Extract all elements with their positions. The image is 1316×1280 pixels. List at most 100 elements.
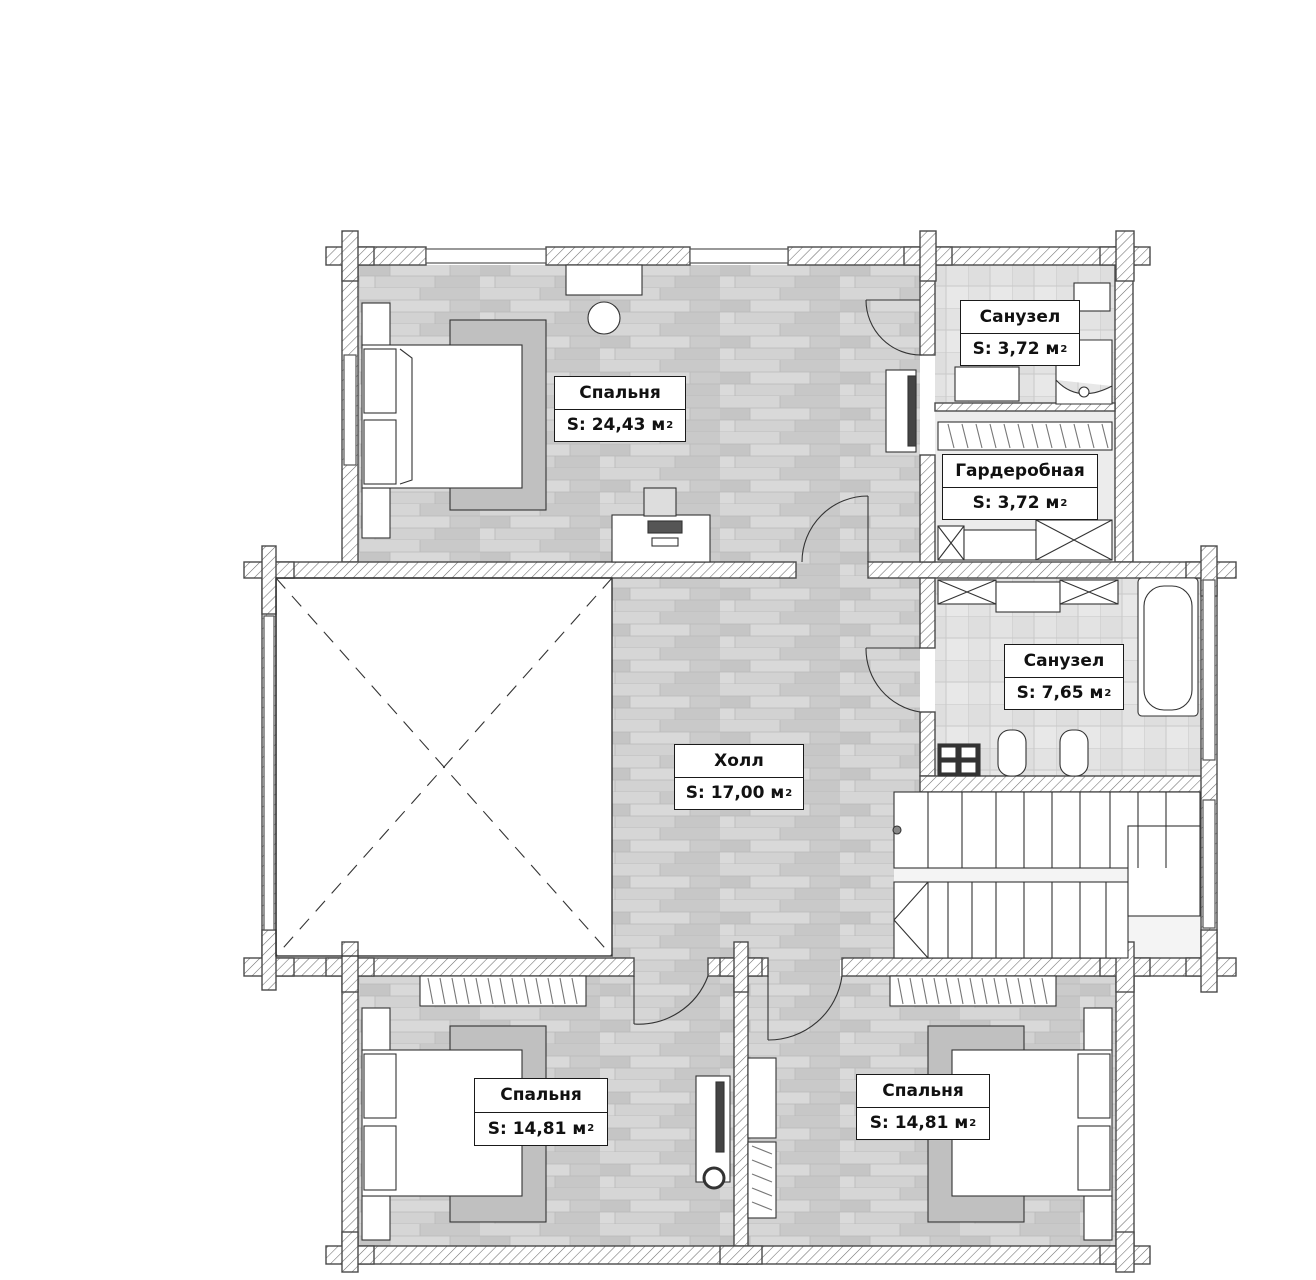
stairs-lower-flight <box>893 881 1129 959</box>
sink-large <box>995 581 1061 613</box>
windows <box>263 248 1216 931</box>
nightstand-right-top <box>1083 1007 1113 1053</box>
corner-bbr-v <box>1115 1231 1135 1273</box>
wardrobe-right-tall <box>747 1057 777 1139</box>
stairs-landing <box>1127 825 1201 917</box>
washer-cell-3 <box>940 761 957 774</box>
bed-main-blanket <box>399 348 413 485</box>
furniture-bedroom-right <box>747 975 1113 1241</box>
bathtub-inner <box>1143 585 1193 711</box>
plant-pot <box>587 301 621 335</box>
door-bedroom-main <box>801 495 869 563</box>
bed-left-pillow-2 <box>363 1125 397 1191</box>
wall-hall-bath <box>919 577 936 649</box>
stairs-arrow-dot <box>892 825 902 835</box>
corner-blb-v <box>341 941 359 993</box>
void-diagonal-2 <box>275 577 613 957</box>
chair <box>643 487 677 517</box>
toilet-small <box>1073 282 1111 312</box>
room-name: Спальня <box>555 377 685 410</box>
window-void-left <box>263 615 275 931</box>
corner-bbm <box>719 1245 763 1265</box>
washer-cell-2 <box>960 746 977 759</box>
wall-bath-bottom <box>919 775 1217 793</box>
wardrobe-hangers <box>947 423 1109 449</box>
bed-left-pillow-1 <box>363 1053 397 1119</box>
washer-cell-4 <box>960 761 977 774</box>
closet-left-hangers <box>427 977 578 1005</box>
furniture-wardrobe <box>937 421 1113 561</box>
sink-small <box>954 366 1020 402</box>
nightstand-left-top <box>361 1007 391 1053</box>
corner-tl-v <box>341 230 359 282</box>
wardrobe-cabinet-cross <box>937 519 1113 561</box>
window-top-2 <box>689 248 789 264</box>
washer-cell-1 <box>940 746 957 759</box>
door-bedroom-left <box>633 975 709 1025</box>
toilet-large <box>997 729 1027 777</box>
wall-bath-wardrobe <box>934 402 1116 412</box>
void-frame <box>275 577 613 957</box>
wall-left-lower <box>341 957 359 1265</box>
closet-right-hangers <box>897 977 1048 1005</box>
window-stairs-right <box>1202 799 1216 929</box>
corner-bl-v <box>261 929 277 991</box>
room-name: Санузел <box>961 301 1079 334</box>
door-bedroom-right <box>767 975 843 1041</box>
cabinet-bath-right-cross <box>1059 579 1119 605</box>
furniture-bathroom-large <box>937 577 1199 777</box>
stairs-treads-lower <box>927 882 1107 958</box>
corner-bbl-v <box>341 1231 359 1273</box>
stairs-winder <box>893 881 929 959</box>
nightstand-right-bottom <box>1083 1195 1113 1241</box>
wall-bedroom-hall-b <box>867 561 1217 579</box>
tv-stand-left <box>695 1075 731 1183</box>
radiator-top <box>565 264 643 296</box>
room-name: Холл <box>675 745 803 778</box>
doors <box>633 299 923 1041</box>
double-height-void <box>275 577 613 957</box>
wall-hall-bath-2 <box>919 711 936 777</box>
wall-right-lower <box>1115 957 1135 1265</box>
bed-right-pillow-1 <box>1077 1053 1111 1119</box>
shower-head <box>1078 386 1090 398</box>
window-right-bath <box>1202 579 1216 761</box>
corner-tm-v <box>919 230 937 282</box>
keyboard <box>651 537 679 547</box>
wall-bedroom-hall-a <box>261 561 797 579</box>
window-left-main <box>343 354 357 466</box>
wall-lower-a <box>261 957 635 977</box>
wall-top-b <box>545 246 691 266</box>
wardrobe-rail <box>937 421 1113 451</box>
nightstand-left-bottom <box>361 1195 391 1241</box>
bed-main-pillow-1 <box>363 348 397 414</box>
staircase <box>892 791 1201 959</box>
corner-brr-v <box>1200 929 1218 993</box>
tv <box>907 375 917 447</box>
room-name: Спальня <box>857 1075 989 1108</box>
room-name: Спальня <box>475 1079 607 1113</box>
bed-right-pillow-2 <box>1077 1125 1111 1191</box>
door-bathroom-small <box>865 299 923 356</box>
cabinet-bath-left-cross <box>937 579 997 605</box>
wall-lower-divider <box>733 957 749 1265</box>
nightstand-bottom <box>361 487 391 539</box>
bidet <box>1059 729 1089 777</box>
monitor <box>647 520 683 534</box>
wardrobe-bench <box>963 529 1037 561</box>
stove-left <box>702 1166 726 1190</box>
furniture-main-bedroom <box>361 264 917 563</box>
